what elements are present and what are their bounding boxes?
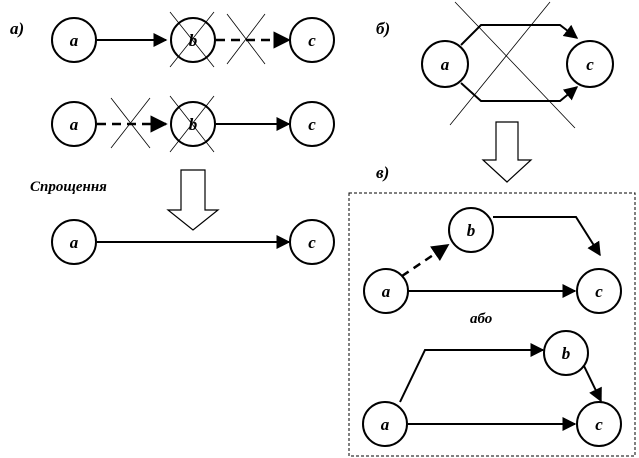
node-a: a [51,17,97,63]
panel-c-frame [348,192,636,457]
node-label: a [70,115,79,134]
cross-mark [449,1,576,129]
node-a: a [362,401,408,447]
node-label: b [467,221,476,240]
edge-b-c [583,365,602,403]
node-c: c [576,401,622,447]
node-c: c [289,17,335,63]
down-arrow-icon [481,121,533,183]
node-label: a [70,31,79,50]
node-b-crossed: b [169,11,216,68]
node-c: c [576,268,622,314]
node-a: a [51,101,97,147]
node-label: c [595,282,603,301]
panel-c-variant-2: a b c [362,330,622,447]
section-label-c: в) [376,163,389,182]
node-label: b [189,115,198,134]
edge-a-b [399,343,545,403]
panel-c-variant-1: a b c [363,207,622,314]
down-arrow-icon [166,169,220,231]
or-caption: або [470,311,492,327]
node-label: c [595,415,603,434]
edge-a-c-upper [460,24,579,46]
node-label: c [308,233,316,252]
node-label: a [441,55,450,74]
node-label: b [562,344,571,363]
node-label: a [382,282,391,301]
panel-a-result: a c [51,219,335,265]
cross-mark [169,11,215,68]
panel-a-row-1: a b c [51,11,335,68]
simplification-caption: Спрощення [30,179,107,195]
panel-a-row-2: a b c [51,95,335,153]
node-c: c [566,40,614,88]
node-c: c [289,101,335,147]
node-b-crossed: b [169,95,216,153]
node-label: a [70,233,79,252]
dashed-edge-a-b [401,243,450,278]
node-b: b [543,330,589,376]
panel-b: a c [421,1,614,129]
node-a: a [363,268,409,314]
cross-mark [110,97,151,149]
node-label: c [586,55,594,74]
node-label: c [308,31,316,50]
section-label-b: б) [376,19,390,38]
node-b: b [448,207,494,253]
node-a: a [51,219,97,265]
node-c: c [289,219,335,265]
edge-b-c [493,216,601,257]
cross-mark [226,13,266,65]
node-label: a [381,415,390,434]
edge-a-c-lower [460,82,579,102]
cross-mark [169,95,215,153]
section-label-a: а) [10,19,24,38]
node-a: a [421,40,469,88]
node-label: c [308,115,316,134]
